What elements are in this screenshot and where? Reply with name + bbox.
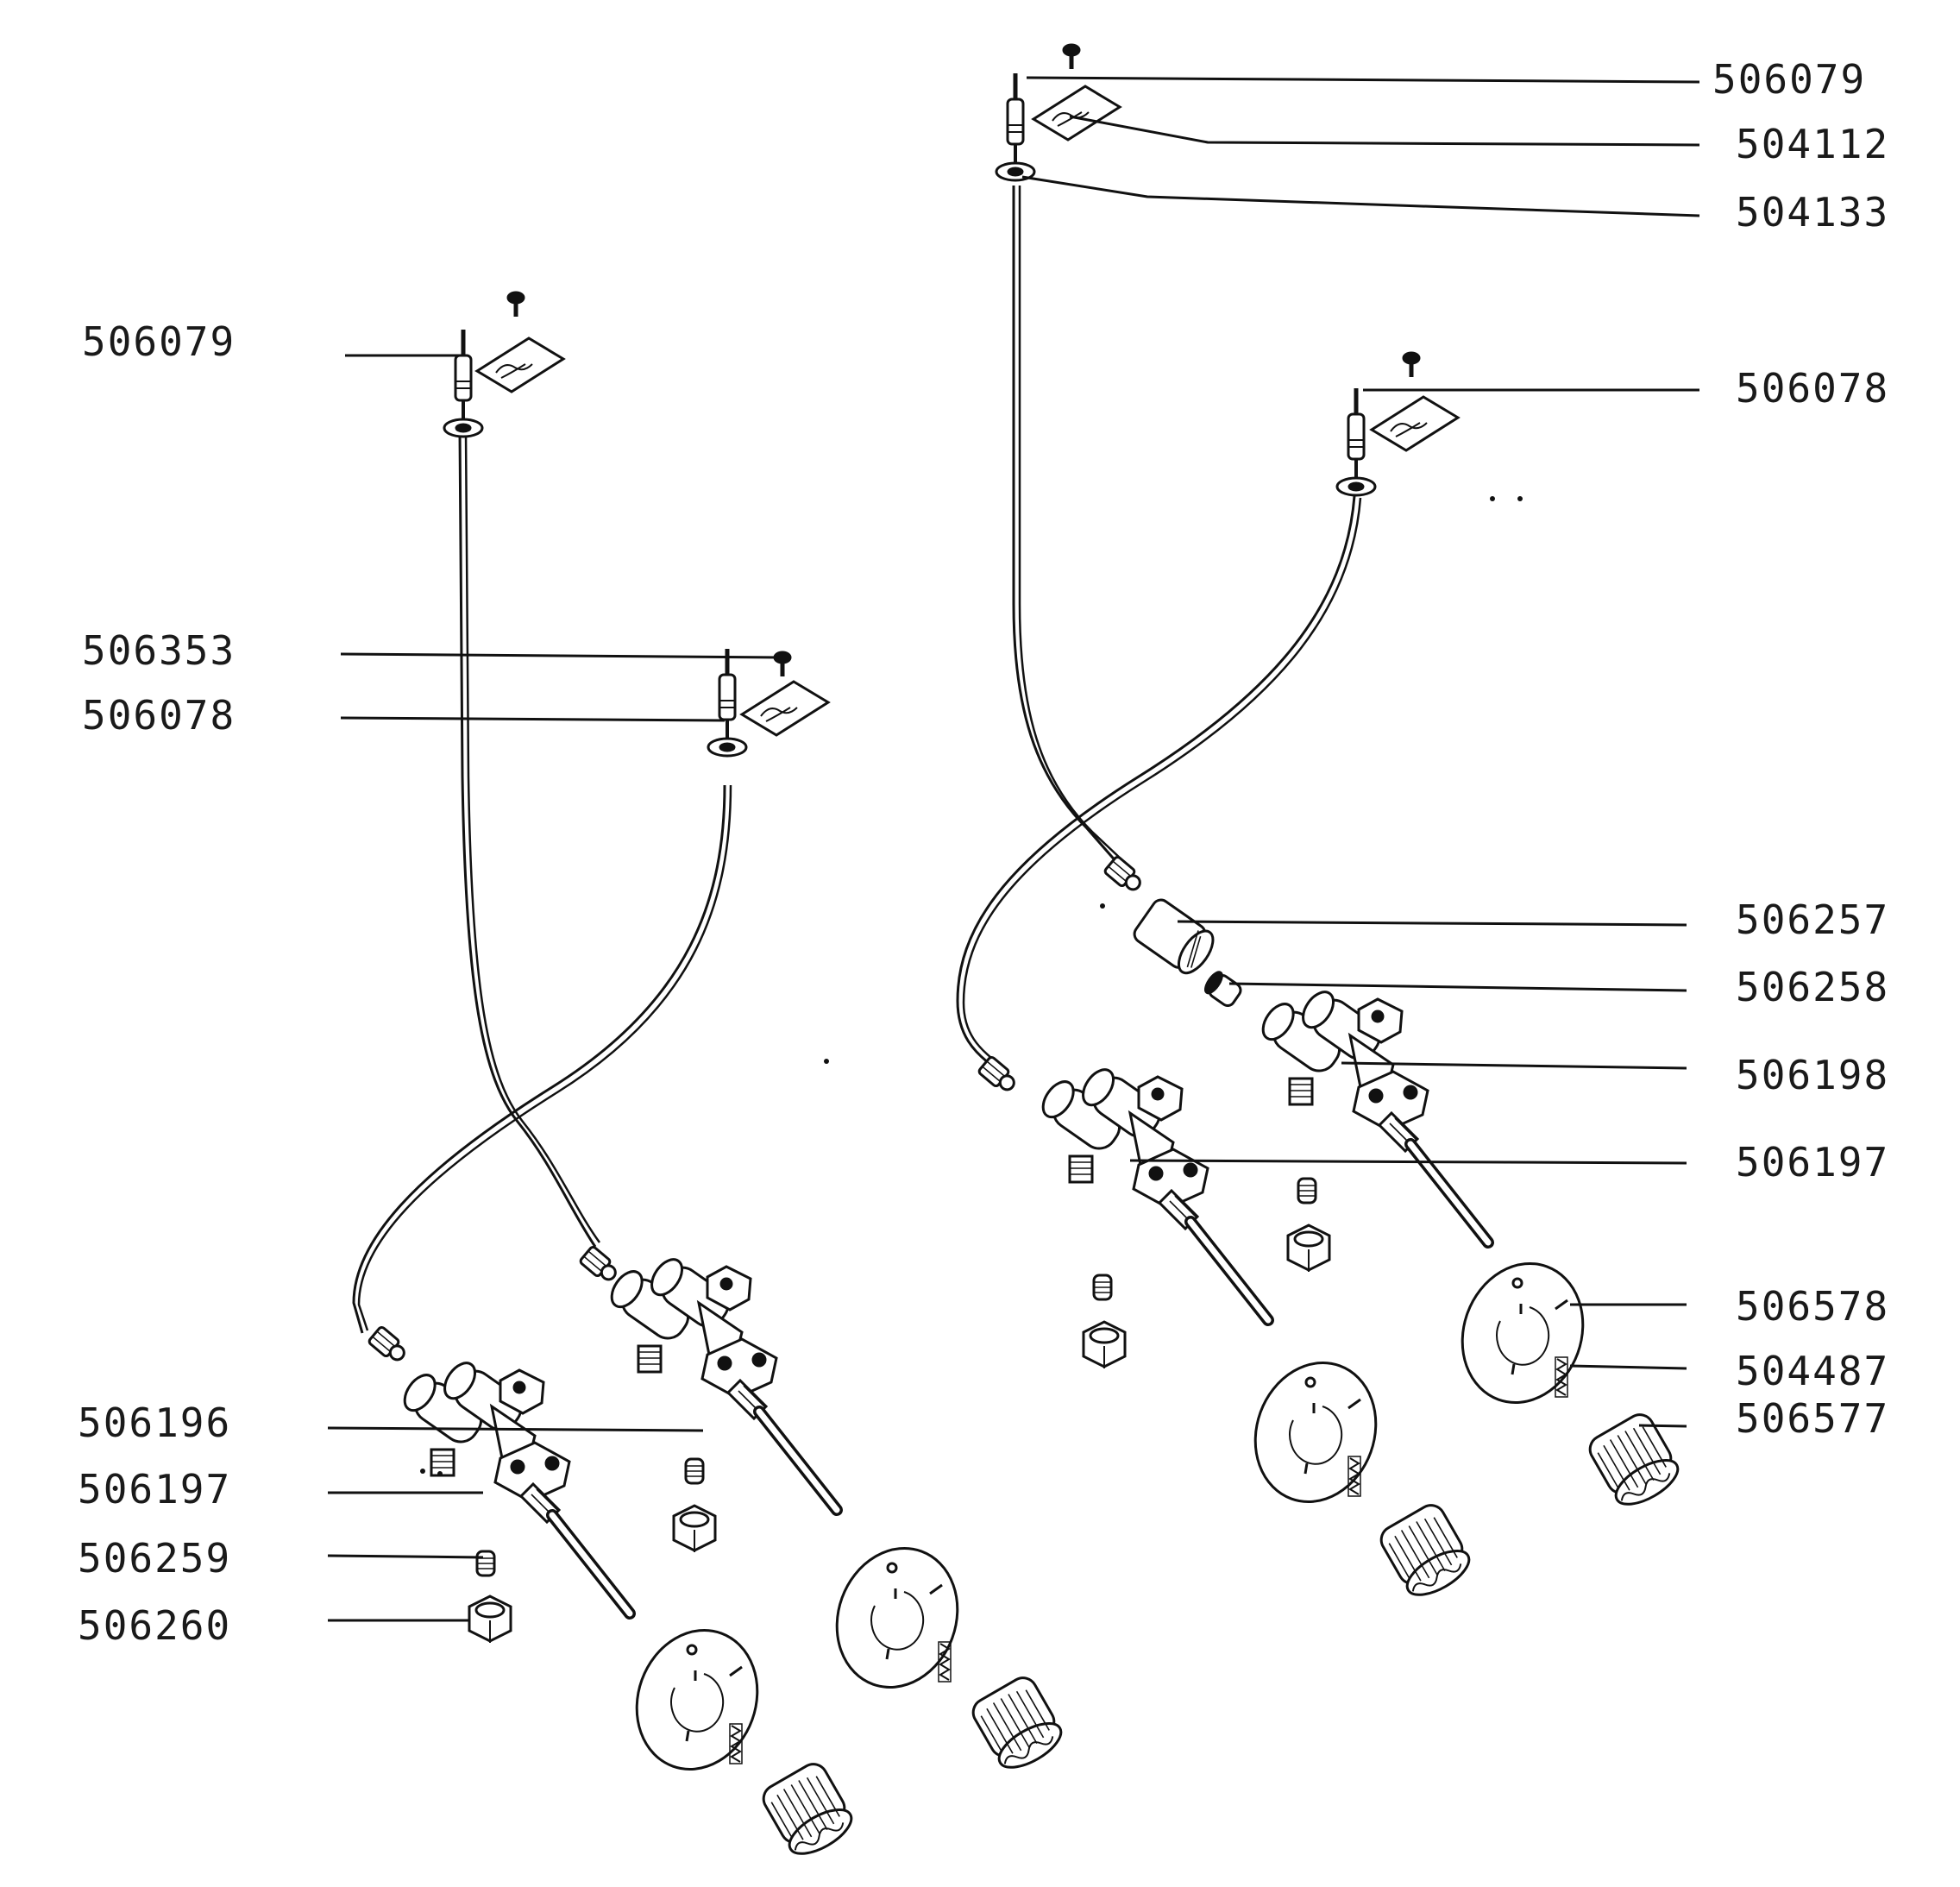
label-506259: 506259	[78, 1535, 231, 1582]
control-knob-right-b	[1374, 1499, 1478, 1605]
bezel-ring-left-a	[816, 1530, 978, 1706]
wire-fitting-left-a	[578, 1244, 622, 1286]
mounting-clamp-left-top	[475, 337, 565, 393]
set-screw-left-a	[684, 1457, 705, 1485]
bezel-ring-left-b	[616, 1612, 778, 1788]
wire-fitting-right-a	[1102, 854, 1146, 896]
hex-nut-506260	[468, 1595, 512, 1645]
label-504133: 504133	[1736, 189, 1889, 236]
part-labels: 506079 504112 504133 506078 506079 50635…	[78, 56, 1889, 1649]
gas-valve-506196	[606, 1239, 837, 1510]
right-assembly	[956, 45, 1687, 1605]
label-506353: 506353	[82, 627, 236, 674]
label-506258: 506258	[1736, 964, 1889, 1010]
mounting-clamp-right-mid	[1370, 395, 1460, 452]
label-506078-right: 506078	[1736, 365, 1889, 412]
coupling-506257	[1133, 898, 1215, 975]
thermocouple-probe-506079-left	[444, 330, 482, 437]
mounting-clamp-left-mid	[740, 680, 830, 737]
clamp-screw-left-top	[508, 292, 524, 317]
wire-fitting-left-b	[367, 1324, 411, 1367]
label-506078-left: 506078	[82, 692, 236, 739]
scan-specks	[420, 496, 1523, 1476]
set-screw-506259	[475, 1550, 496, 1577]
bezel-ring-right-b	[1234, 1344, 1397, 1520]
label-506079-left: 506079	[82, 318, 236, 365]
label-506197-left: 506197	[78, 1466, 231, 1513]
clamp-screw-right-top	[1064, 45, 1079, 69]
screw-506353	[775, 652, 790, 676]
label-506196: 506196	[78, 1400, 231, 1446]
thermocouple-probe-506079-right	[996, 73, 1034, 180]
label-506260: 506260	[78, 1602, 231, 1649]
label-506257: 506257	[1736, 896, 1889, 943]
label-506079-top-right: 506079	[1712, 56, 1866, 103]
label-506198: 506198	[1736, 1052, 1889, 1098]
bezel-ring-506578	[1442, 1245, 1604, 1421]
thermocouple-probe-506078-right	[1337, 388, 1375, 495]
left-assembly	[352, 292, 1070, 1864]
label-504487: 504487	[1736, 1348, 1889, 1394]
gas-valve-506198	[1257, 972, 1488, 1242]
mounting-clamp-504112	[1032, 85, 1121, 142]
hex-nut-right-b	[1082, 1320, 1127, 1370]
control-knob-left-a	[966, 1671, 1070, 1777]
control-knob-left-b	[757, 1758, 860, 1864]
clamp-screw-right-mid	[1404, 353, 1419, 377]
set-screw-right-a	[1297, 1177, 1317, 1205]
hex-nut-left-a	[672, 1504, 717, 1554]
leader-lines	[327, 76, 1700, 1622]
set-screw-right-b	[1092, 1274, 1113, 1301]
label-506577: 506577	[1736, 1395, 1889, 1442]
label-504112: 504112	[1736, 121, 1889, 167]
wire-fitting-right-b	[977, 1054, 1021, 1097]
hex-nut-right-a	[1286, 1223, 1331, 1274]
label-506578: 506578	[1736, 1283, 1889, 1330]
label-506197-right: 506197	[1736, 1139, 1889, 1186]
gas-valve-506197-left	[399, 1343, 630, 1613]
thermocouple-probe-506078-left	[708, 649, 746, 756]
plug-506258	[1203, 971, 1242, 1008]
gas-valve-506197-right	[1037, 1049, 1268, 1320]
